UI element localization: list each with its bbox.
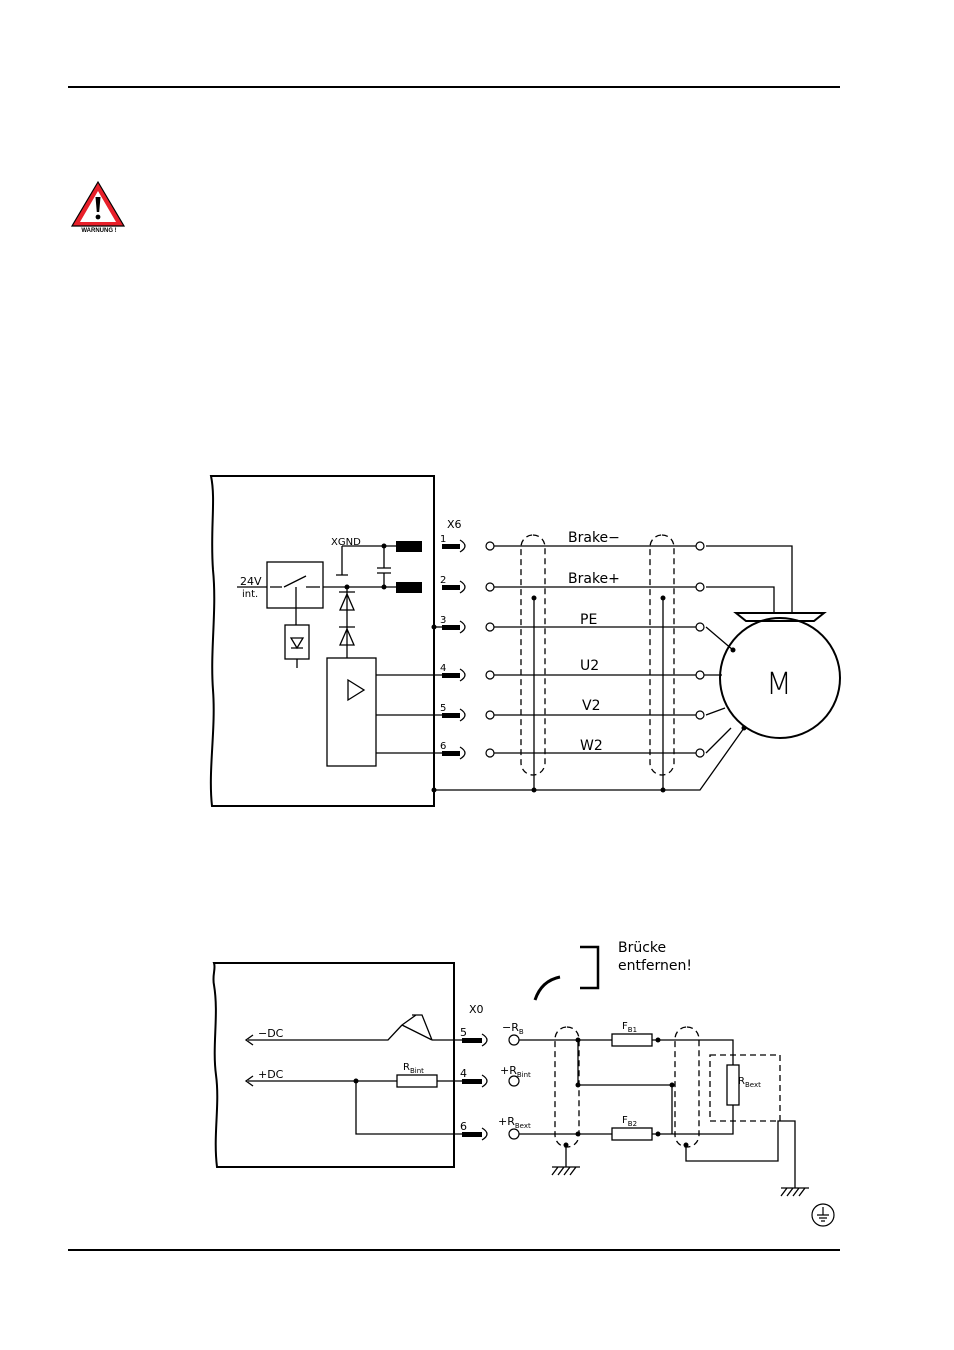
connector-x0-label: X0 xyxy=(469,1003,484,1016)
signal-label: U2 xyxy=(580,658,599,674)
xgnd-label: XGND xyxy=(331,537,361,548)
fuse-b2-label: FB2 xyxy=(622,1115,637,1128)
signal-label: Brake+ xyxy=(568,571,620,587)
bottom-rule xyxy=(68,1249,840,1251)
motor-label: M xyxy=(766,667,792,702)
pin-signal-label: +RBext xyxy=(498,1115,531,1130)
fuse-b1-label: FB1 xyxy=(622,1021,637,1034)
pin-number: 6 xyxy=(440,741,446,752)
warning-triangle-icon xyxy=(70,180,126,227)
top-rule xyxy=(68,86,840,88)
pin-signal-label: −RB xyxy=(502,1021,524,1036)
pin-number: 3 xyxy=(440,615,446,626)
warning-sign: WARNUNG ! xyxy=(70,180,126,238)
signal-label: W2 xyxy=(580,738,603,754)
pin-signal-label: +RBint xyxy=(500,1064,531,1079)
pin-number: 5 xyxy=(440,703,446,714)
brake-resistor-diagram: Brücke entfernen! X0 −DC +DC RBint RBext… xyxy=(212,940,835,1227)
warning-caption: WARNUNG ! xyxy=(81,228,117,234)
pin-number: 6 xyxy=(460,1120,467,1133)
pin-number: 1 xyxy=(440,534,446,545)
signal-label: Brake− xyxy=(568,530,620,546)
signal-label: PE xyxy=(580,612,597,628)
bridge-note-line1: Brücke xyxy=(618,940,666,956)
motor-connection-diagram: X6 XGND 24V int. 1 2 3 4 5 6 Brake− Brak… xyxy=(209,475,841,807)
pin-number: 4 xyxy=(440,663,446,674)
neg-dc-label: −DC xyxy=(258,1027,284,1040)
pin-number: 4 xyxy=(460,1067,467,1080)
supply-int-label: int. xyxy=(242,589,258,600)
pos-dc-label: +DC xyxy=(258,1068,284,1081)
bridge-note-line2: entfernen! xyxy=(618,958,692,974)
resistor-ext-label: RBext xyxy=(738,1076,761,1089)
earth-ground-icon xyxy=(811,1203,835,1227)
resistor-int-label: RBint xyxy=(403,1062,424,1075)
pin-number: 5 xyxy=(460,1026,467,1039)
pin-number: 2 xyxy=(440,575,446,586)
connector-x6-label: X6 xyxy=(447,518,462,531)
supply-label: 24V xyxy=(240,575,262,588)
signal-label: V2 xyxy=(582,698,600,714)
